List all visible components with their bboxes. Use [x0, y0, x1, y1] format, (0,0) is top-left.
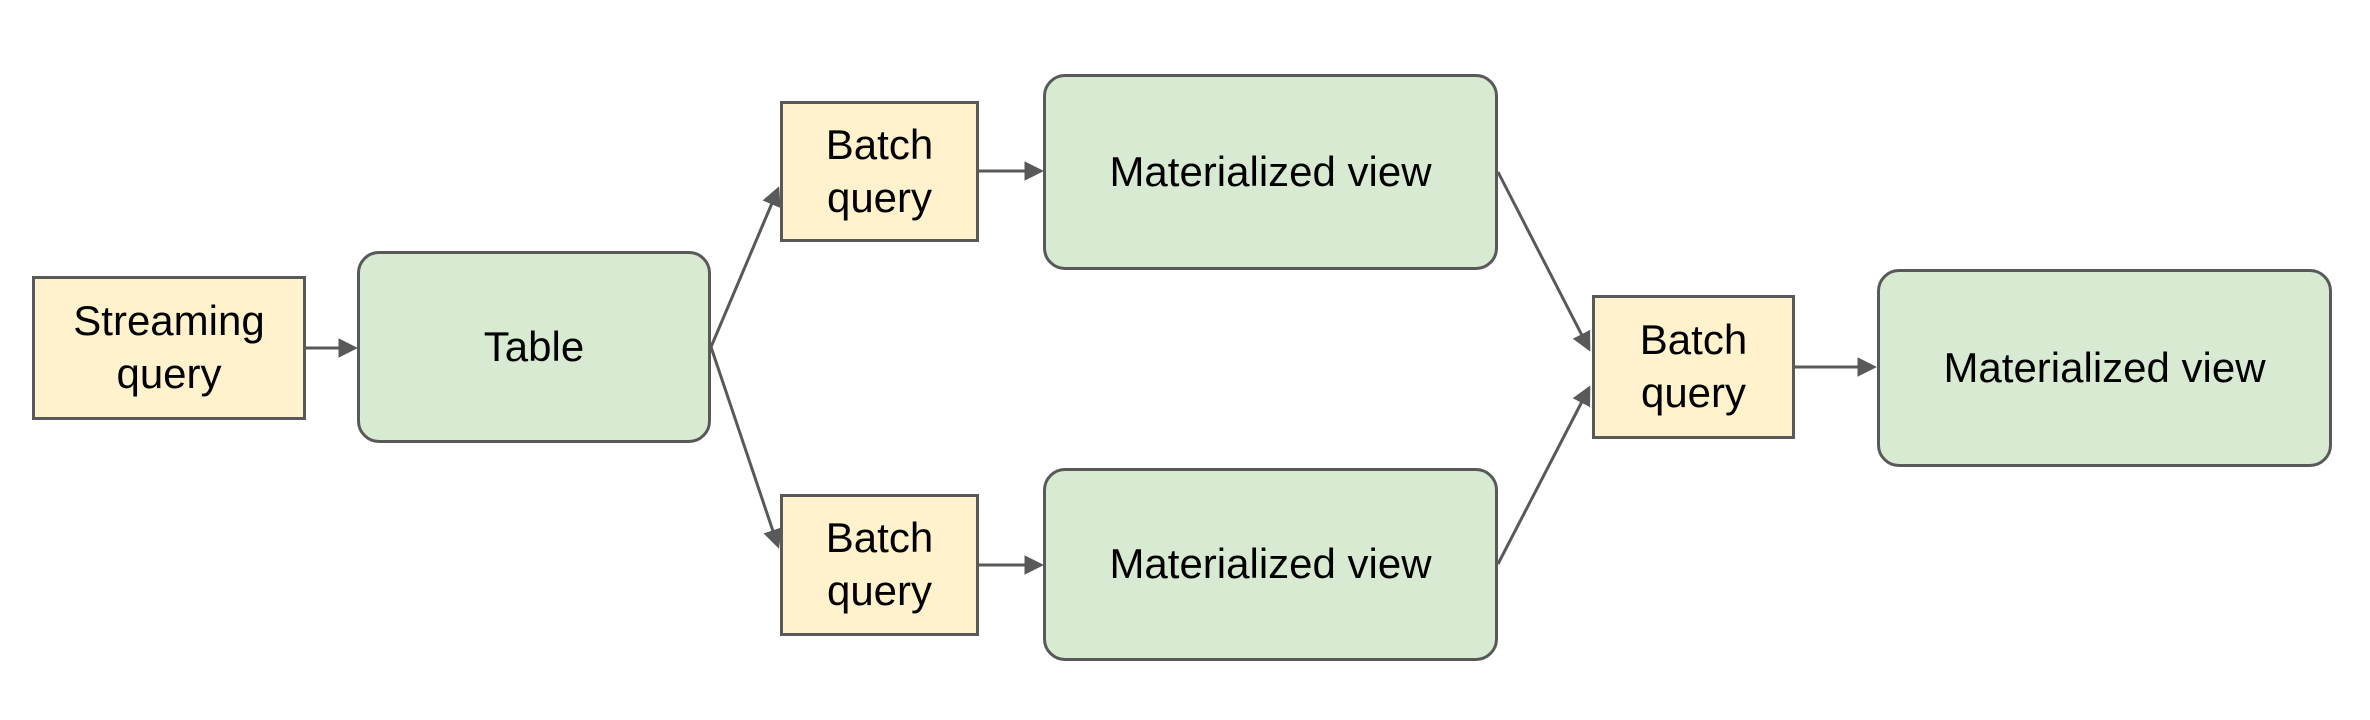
node-materialized-view-bottom-label: Materialized view — [1109, 540, 1432, 588]
node-batch-query-top-label: Batch query — [825, 120, 934, 221]
node-batch-query-bottom-label: Batch query — [825, 514, 934, 614]
node-materialized-view-right: Materialized view — [1877, 269, 2332, 467]
node-table: Table — [357, 251, 711, 443]
edge-table-to-batch-bottom — [709, 346, 782, 549]
node-streaming-query: Streaming query — [32, 276, 306, 420]
node-batch-query-right-label: Batch query — [1639, 316, 1748, 416]
edge-mv-bottom-to-batch-right — [1496, 385, 1591, 565]
node-batch-query-top: Batch query — [780, 101, 979, 242]
node-materialized-view-top: Materialized view — [1043, 74, 1498, 270]
node-batch-query-bottom: Batch query — [780, 494, 979, 636]
edge-table-to-batch-top — [709, 186, 781, 348]
node-batch-query-right: Batch query — [1592, 295, 1795, 439]
node-streaming-query-label: Streaming query — [73, 297, 265, 397]
node-materialized-view-right-label: Materialized view — [1943, 343, 2266, 391]
node-materialized-view-top-label: Materialized view — [1109, 147, 1432, 195]
edge-mv-top-to-batch-right — [1496, 171, 1591, 352]
node-materialized-view-bottom: Materialized view — [1043, 468, 1498, 661]
node-table-label: Table — [483, 322, 585, 370]
